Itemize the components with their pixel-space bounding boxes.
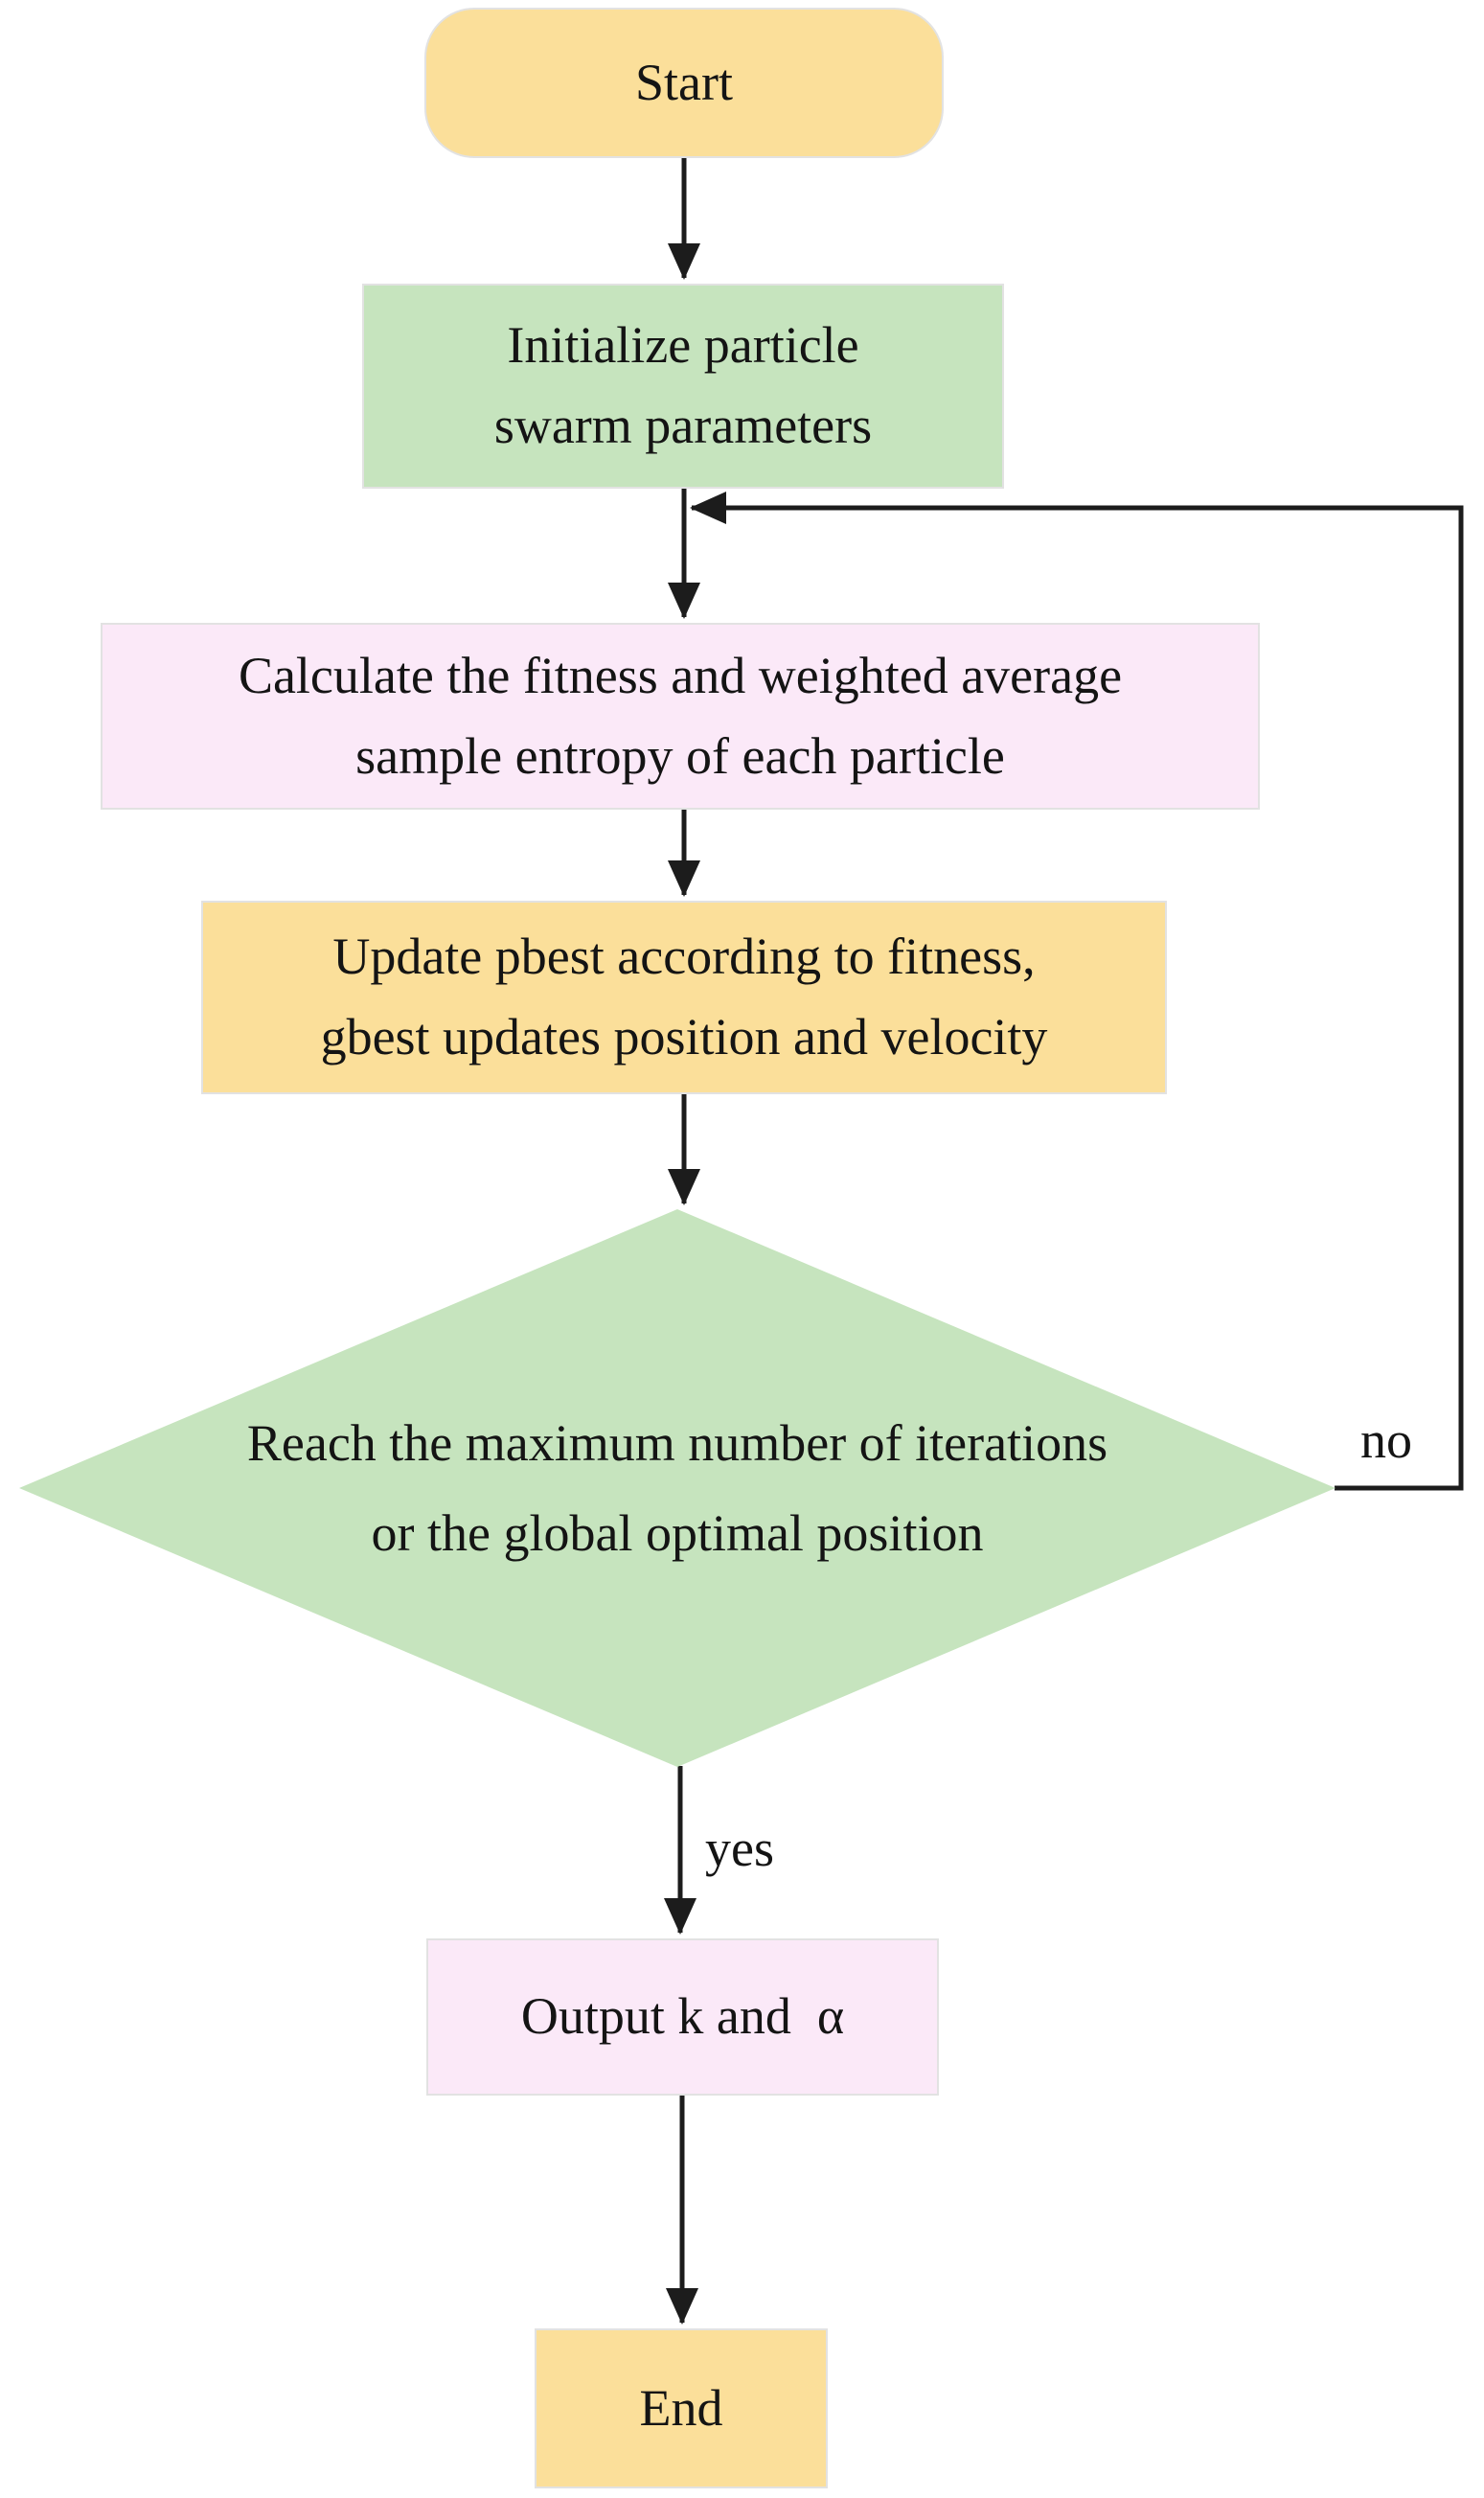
node-update-pbest-gbest-label: Update pbest according to fitness, gbest… <box>320 928 1048 1066</box>
node-calculate-fitness-label: Calculate the fitness and weighted avera… <box>238 646 1123 785</box>
node-initialize-swarm: Initialize particle swarm parameters <box>362 284 1004 489</box>
node-start: Start <box>424 8 944 158</box>
node-output-parameters-label: Output k and α <box>520 1987 845 2046</box>
node-output-parameters: Output k and α <box>426 1938 939 2096</box>
node-calculate-fitness: Calculate the fitness and weighted avera… <box>101 623 1260 810</box>
node-update-pbest-gbest: Update pbest according to fitness, gbest… <box>201 901 1167 1094</box>
node-end-label: End <box>639 2378 723 2437</box>
node-start-label: Start <box>635 53 733 111</box>
edge-label-yes: yes <box>705 1820 774 1877</box>
node-termination-decision-label: Reach the maximum number of iterations o… <box>246 1413 1108 1563</box>
node-initialize-swarm-label: Initialize particle swarm parameters <box>493 316 873 454</box>
node-end: End <box>535 2328 828 2488</box>
edge-label-no: no <box>1360 1411 1412 1469</box>
arrow-no-feedback-loop <box>690 492 1464 1491</box>
